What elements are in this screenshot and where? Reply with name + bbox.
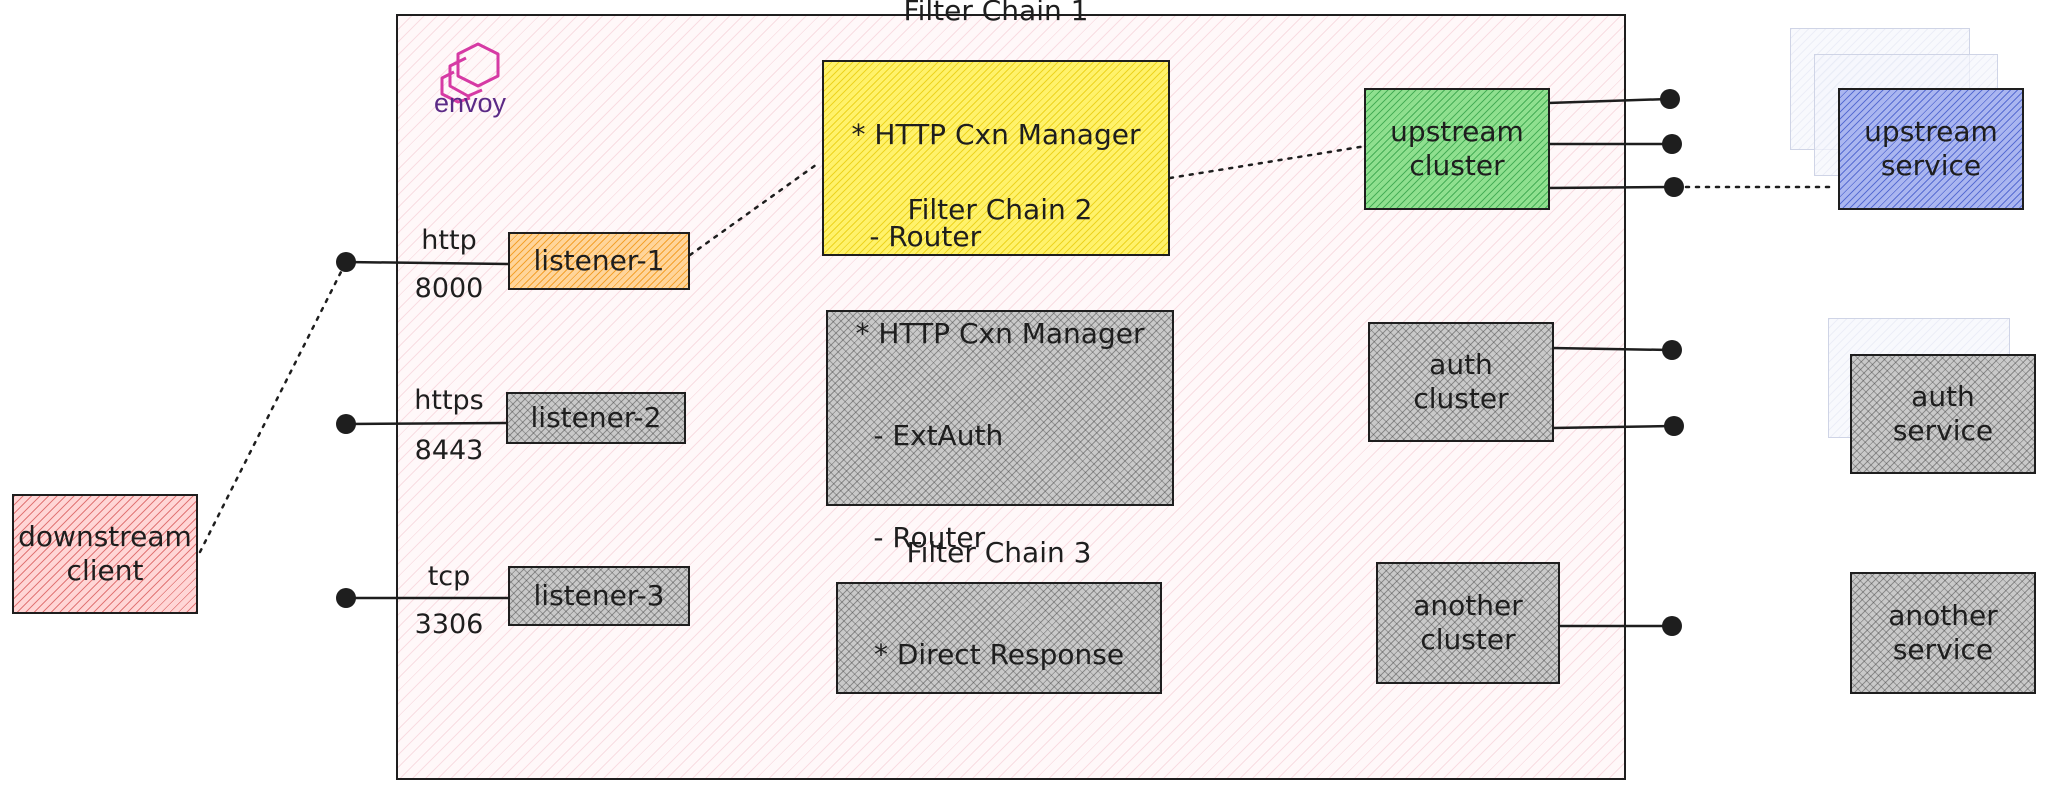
- listener1-to-chain1-link: [688, 160, 822, 257]
- auth-endpoint-1-dot: [1662, 340, 1682, 360]
- upstream-service-line1: upstream: [1864, 115, 1998, 148]
- listener-3-port: 3306: [414, 609, 484, 640]
- another-endpoint-dot: [1662, 616, 1682, 636]
- another-cluster-line1: another: [1413, 589, 1523, 622]
- listener-1-port: 8000: [414, 273, 484, 304]
- envoy-logo-text: envoy: [433, 88, 507, 118]
- port-https-dot: [336, 414, 356, 434]
- filter-chain-1-item: * HTTP Cxn Manager: [851, 118, 1141, 151]
- auth-cluster-line1: auth: [1429, 348, 1493, 381]
- filter-chain-2-box: Filter Chain 2 * HTTP Cxn Manager - ExtA…: [826, 193, 1174, 554]
- upstream-endpoint-1-dot: [1660, 89, 1680, 109]
- listener-1-box: listener-1: [508, 232, 690, 290]
- client-to-port-http-link: [198, 260, 348, 554]
- port-https-line: [345, 421, 507, 426]
- listener-2-name: listener-2: [530, 401, 662, 434]
- port-tcp-dot: [336, 588, 356, 608]
- filter-chain-3-box: Filter Chain 3 * Direct Response: [836, 536, 1162, 694]
- auth-endpoint-1-line: [1551, 346, 1671, 352]
- auth-service-line1: auth: [1911, 380, 1975, 413]
- listener-3-name: listener-3: [533, 579, 665, 612]
- another-service-box: another service: [1850, 572, 2036, 694]
- another-service-line1: another: [1888, 599, 1998, 632]
- upstream-endpoint-3-dot: [1664, 177, 1684, 197]
- filter-chain-2-items: * HTTP Cxn Manager - ExtAuth - Router: [856, 249, 1145, 623]
- upstream-service-line2: service: [1880, 149, 1982, 182]
- upstream-endpoint-3-line: [1547, 185, 1675, 190]
- upstream-service-box: upstream service: [1838, 88, 2024, 210]
- another-cluster-box: another cluster: [1376, 562, 1560, 684]
- another-cluster-line2: cluster: [1420, 623, 1516, 656]
- envoy-logo-icon: [440, 42, 500, 104]
- auth-cluster-box: auth cluster: [1368, 322, 1554, 442]
- listener-3-protocol: tcp: [427, 561, 471, 592]
- upstream-endpoint-2-dot: [1662, 134, 1682, 154]
- upstream-endpoint-1-line: [1547, 97, 1669, 105]
- downstream-client-label-line2: client: [66, 554, 144, 587]
- filter-chain-2-item: - ExtAuth: [855, 419, 1004, 452]
- downstream-client-label-line1: downstream: [18, 520, 192, 553]
- upstream-cluster-box: upstream cluster: [1364, 88, 1550, 210]
- auth-endpoint-2-dot: [1664, 416, 1684, 436]
- listener-1-name: listener-1: [533, 244, 665, 277]
- listener-2-box: listener-2: [506, 392, 686, 444]
- auth-endpoint-2-line: [1551, 424, 1673, 430]
- filter-chain-2-item: - Router: [855, 521, 986, 554]
- filter-chain-1-item: - Router: [851, 220, 982, 253]
- filter-chain-1-items: * HTTP Cxn Manager - Router: [852, 50, 1141, 322]
- port-http-dot: [336, 252, 356, 272]
- listener-2-port: 8443: [414, 435, 484, 466]
- filter-chain-1-title: Filter Chain 1: [903, 0, 1089, 27]
- filter-chain-3-item: * Direct Response: [873, 638, 1125, 671]
- filter-chain-3-title: Filter Chain 3: [906, 536, 1092, 569]
- chain1-to-upstream-cluster-link: [1168, 144, 1368, 180]
- filter-chain-3-items: * Direct Response: [874, 570, 1124, 740]
- filter-chain-2-item: * HTTP Cxn Manager: [855, 317, 1145, 350]
- auth-service-line2: service: [1892, 414, 1994, 447]
- listener-2-protocol: https: [414, 385, 484, 416]
- auth-cluster-line2: cluster: [1413, 382, 1509, 415]
- upstream-cluster-line1: upstream: [1390, 115, 1524, 148]
- filter-chain-2-title: Filter Chain 2: [907, 193, 1093, 226]
- upstream-cluster-line2: cluster: [1409, 149, 1505, 182]
- filter-chain-1-box: Filter Chain 1 * HTTP Cxn Manager - Rout…: [822, 0, 1170, 256]
- auth-service-box: auth service: [1850, 354, 2036, 474]
- port-http-line: [345, 260, 509, 266]
- downstream-client-box: downstream client: [12, 494, 198, 614]
- another-service-line2: service: [1892, 633, 1994, 666]
- listener-1-protocol: http: [421, 225, 477, 256]
- listener-3-box: listener-3: [508, 566, 690, 626]
